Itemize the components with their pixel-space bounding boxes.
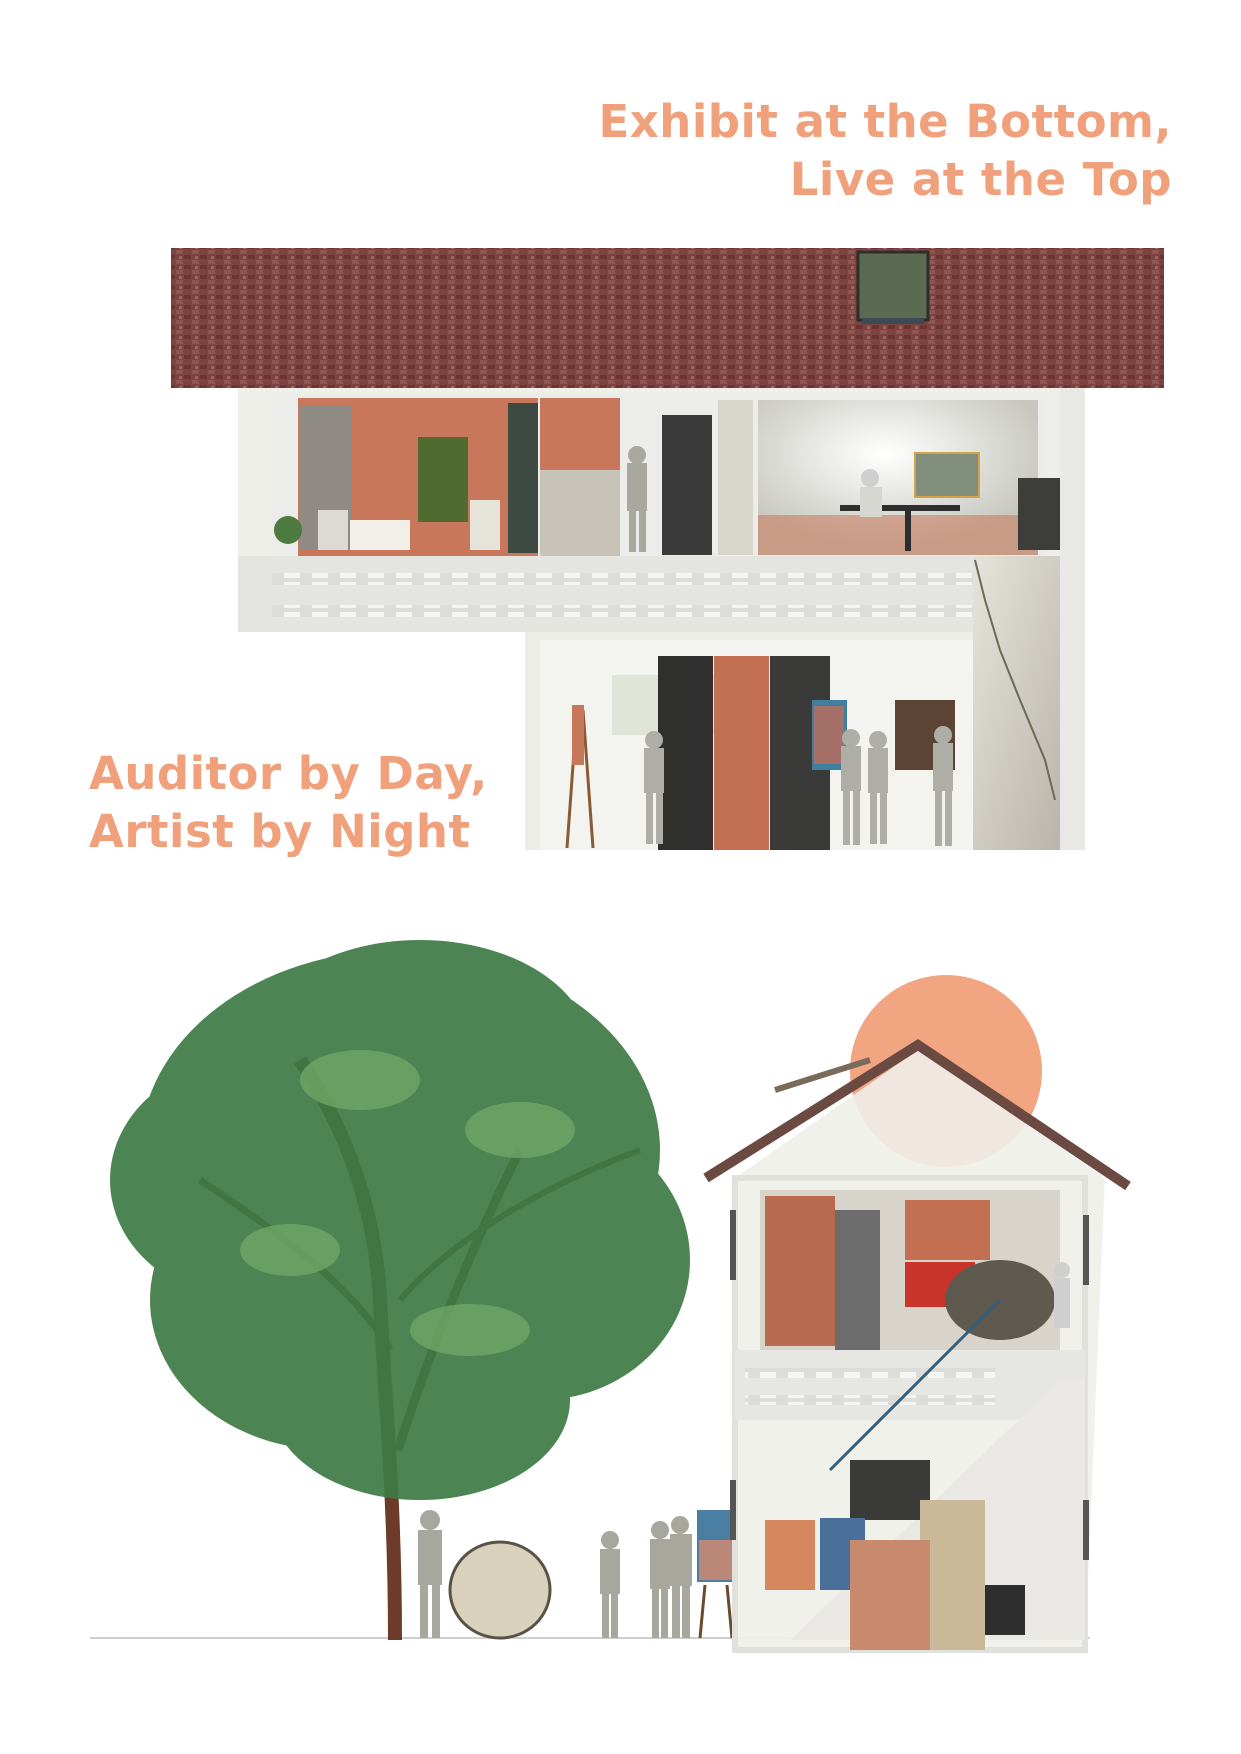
upper-floor (238, 388, 1085, 556)
title-line-1: Exhibit at the Bottom, (598, 95, 1172, 148)
subtitle-line-2: Artist by Night (89, 805, 471, 858)
pod-chair (448, 1540, 552, 1640)
tree (110, 940, 690, 1641)
roof-tiles (171, 248, 1164, 388)
floor-slab (238, 556, 973, 632)
title-line-2: Live at the Top (789, 153, 1172, 206)
staircase (973, 388, 1085, 850)
lower-floor-gallery (525, 632, 973, 850)
subtitle-auditor-artist: Auditor by Day, Artist by Night (89, 745, 488, 861)
subtitle-line-1: Auditor by Day, (89, 747, 488, 800)
easel-outside (697, 1510, 735, 1639)
page-title-exhibit-live: Exhibit at the Bottom, Live at the Top (599, 93, 1172, 209)
visitor-figures (418, 1510, 692, 1638)
small-house (703, 1039, 1131, 1653)
